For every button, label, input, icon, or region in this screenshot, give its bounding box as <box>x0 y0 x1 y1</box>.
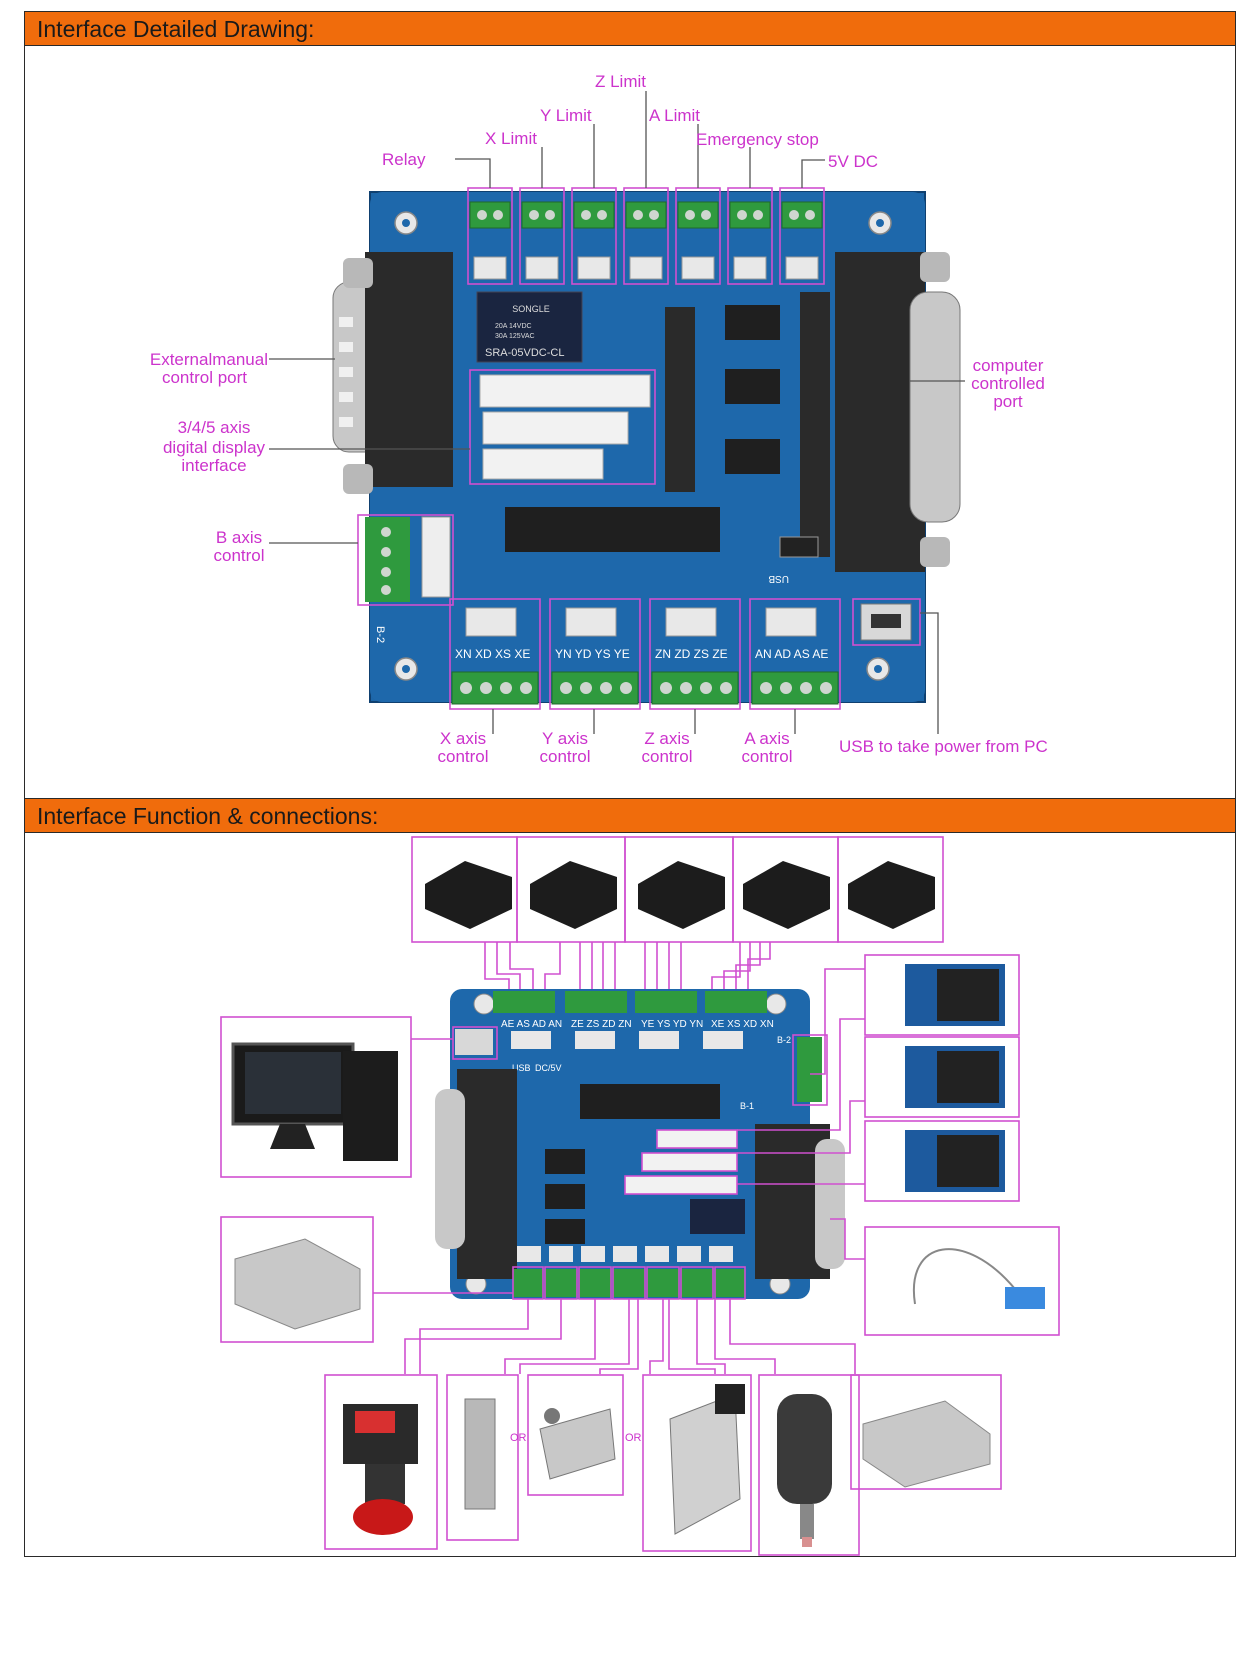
leader-lines <box>269 91 965 734</box>
callout-labels: Relay X Limit Y Limit Z Limit A Limit Em… <box>150 72 1048 766</box>
label-a-axis: A axis <box>744 729 789 748</box>
digital-display-headers <box>469 369 656 485</box>
svg-text:controlled: controlled <box>971 374 1045 393</box>
svg-text:USB: USB <box>768 573 789 584</box>
label-y-axis: Y axis <box>542 729 588 748</box>
svg-text:XE XS XD XN: XE XS XD XN <box>711 1019 774 1030</box>
svg-text:AN AD AS AE: AN AD AS AE <box>755 647 828 661</box>
label-emergency-stop: Emergency stop <box>696 130 819 149</box>
svg-text:port: port <box>993 392 1023 411</box>
serial-cable <box>830 1218 1060 1336</box>
label-usb-power: USB to take power from PC <box>839 737 1048 756</box>
svg-text:USB: USB <box>512 1063 531 1073</box>
top-terminal-blocks <box>469 201 823 280</box>
emergency-stop-button <box>324 1374 438 1550</box>
detailed-drawing-section: Interface Detailed Drawing: <box>24 11 1236 799</box>
svg-text:control: control <box>437 747 488 766</box>
label-relay: Relay <box>382 150 426 169</box>
bottom-wires <box>404 1299 856 1374</box>
svg-text:DC/5V: DC/5V <box>535 1063 562 1073</box>
svg-text:YE YS YD YN: YE YS YD YN <box>641 1019 703 1030</box>
svg-text:ZN ZD ZS ZE: ZN ZD ZS ZE <box>655 647 728 661</box>
limit-switch-1: OR <box>446 1374 527 1541</box>
relay-component: SONGLE 20A 14VDC 30A 125VAC SRA-05VDC-CL <box>476 291 583 363</box>
section-header: Interface Function & connections: <box>25 799 1235 833</box>
svg-text:control: control <box>741 747 792 766</box>
svg-text:control: control <box>213 546 264 565</box>
digital-displays <box>737 954 1020 1202</box>
section-title: Interface Function & connections: <box>37 803 379 829</box>
board-diagram: SONGLE 20A 14VDC 30A 125VAC SRA-05VDC-CL <box>150 72 1048 766</box>
stepper-drivers <box>411 836 944 943</box>
svg-text:B-1: B-1 <box>740 1101 754 1111</box>
svg-text:YN YD YS YE: YN YD YS YE <box>555 647 630 661</box>
label-y-limit: Y Limit <box>540 106 592 125</box>
svg-text:ZE ZS ZD ZN: ZE ZS ZD ZN <box>571 1019 632 1030</box>
label-x-axis: X axis <box>440 729 486 748</box>
svg-text:20A 14VDC: 20A 14VDC <box>495 323 532 330</box>
svg-text:interface: interface <box>181 456 246 475</box>
power-supply-left <box>220 1216 513 1343</box>
svg-text:digital display: digital display <box>163 438 266 457</box>
spindle-motor <box>758 1374 860 1556</box>
svg-text:OR: OR <box>625 1432 642 1444</box>
label-external-manual: Externalmanual <box>150 350 268 369</box>
usb-port: USB <box>768 536 921 646</box>
db-connector-right <box>835 252 961 572</box>
controller-board: SONGLE 20A 14VDC 30A 125VAC SRA-05VDC-CL <box>332 187 961 710</box>
connections-diagram: AE AS AD AN ZE ZS ZD ZN YE YS YD YN XE X… <box>220 836 1060 1556</box>
label-digital-display: 3/4/5 axis <box>178 418 251 437</box>
svg-text:control: control <box>641 747 692 766</box>
svg-text:control: control <box>539 747 590 766</box>
limit-switch-2 <box>527 1374 624 1496</box>
svg-text:30A 125VAC: 30A 125VAC <box>495 333 535 340</box>
svg-text:B-2: B-2 <box>374 626 386 643</box>
controller-board: AE AS AD AN ZE ZS ZD ZN YE YS YD YN XE X… <box>435 989 845 1300</box>
svg-text:control port: control port <box>162 368 247 387</box>
bottom-axis-connectors: XN XD XS XE YN YD YS YE ZN ZD ZS ZE AN A… <box>449 598 841 710</box>
driver-wires <box>484 942 771 989</box>
label-x-limit: X Limit <box>485 129 537 148</box>
svg-text:SONGLE: SONGLE <box>512 304 550 314</box>
svg-text:AE AS AD AN: AE AS AD AN <box>501 1019 562 1030</box>
svg-text:OR: OR <box>510 1432 527 1444</box>
label-computer-port: computer <box>973 356 1044 375</box>
label-z-axis: Z axis <box>644 729 689 748</box>
db-connector-left <box>332 252 453 494</box>
svg-text:SRA-05VDC-CL: SRA-05VDC-CL <box>485 347 564 359</box>
computer-image <box>220 1016 453 1178</box>
label-5v-dc: 5V DC <box>828 152 878 171</box>
function-connections-section: Interface Function & connections: <box>24 798 1236 1557</box>
svg-text:B-2: B-2 <box>777 1035 791 1045</box>
limit-switch-3: OR <box>625 1374 752 1552</box>
section-header: Interface Detailed Drawing: <box>25 12 1235 46</box>
driver-icon <box>425 861 935 929</box>
power-supply-right <box>850 1374 1002 1490</box>
label-b-axis: B axis <box>216 528 262 547</box>
label-a-limit: A Limit <box>649 106 700 125</box>
label-z-limit: Z Limit <box>595 72 646 91</box>
b-axis-terminal: B-2 <box>357 514 454 643</box>
svg-text:XN XD XS XE: XN XD XS XE <box>455 647 530 661</box>
section-title: Interface Detailed Drawing: <box>37 16 315 42</box>
